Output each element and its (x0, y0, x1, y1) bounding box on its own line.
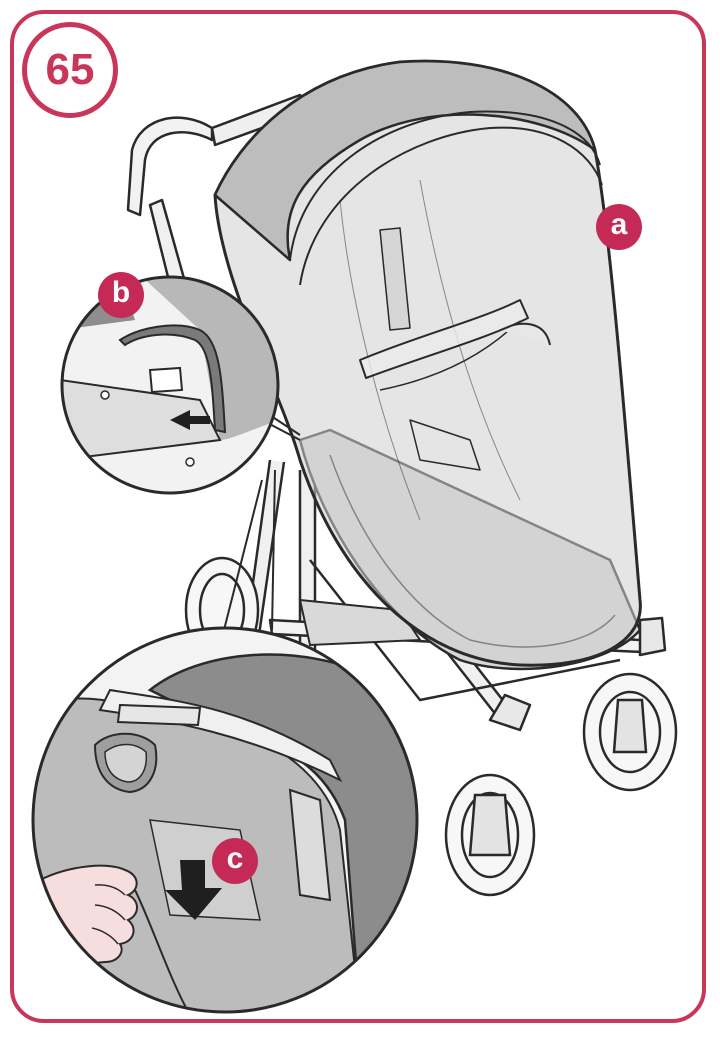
detail-c-leader (223, 469, 276, 631)
step-number: 65 (45, 45, 95, 94)
wheel-front-left (444, 773, 536, 897)
storage-basket (298, 598, 422, 647)
callout-a: a (596, 204, 642, 250)
step-number-badge: 65 (22, 22, 118, 118)
callout-c: c (212, 838, 258, 884)
callout-b: b (98, 272, 144, 318)
wheel-front-right (582, 672, 678, 792)
down-arrow-icon (165, 860, 222, 920)
insect-net (213, 59, 642, 667)
detail-c-inset (33, 628, 417, 1012)
arrow-left-icon (170, 410, 210, 430)
detail-b-inset (62, 277, 278, 493)
